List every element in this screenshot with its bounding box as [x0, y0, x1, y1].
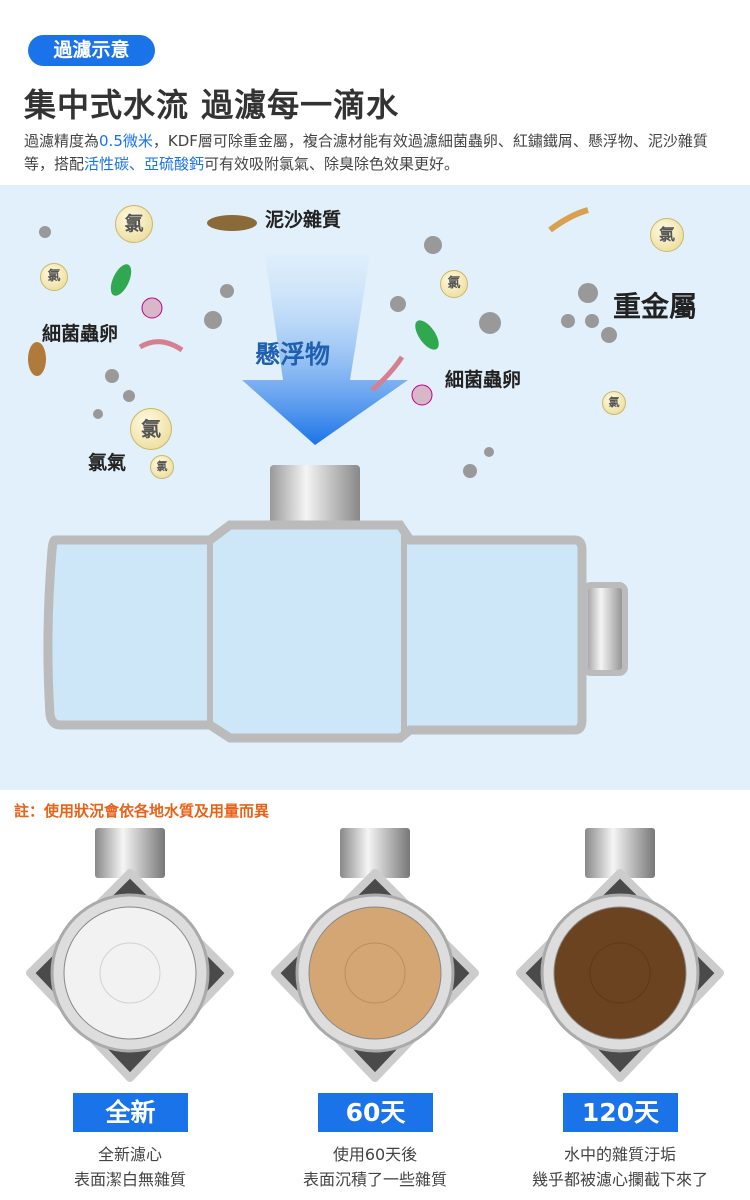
- caption-line: 幾乎都被濾心攔截下來了: [531, 1170, 708, 1189]
- stage-tag: 全新: [73, 1093, 188, 1132]
- filter-body: [43, 520, 587, 743]
- metal-particles: [39, 226, 617, 478]
- stage-caption: 水中的雜質汙垢幾乎都被濾心攔截下來了: [500, 1142, 740, 1192]
- label-chlorine: 氯氣: [88, 452, 127, 474]
- filter-cartridge-image: [505, 828, 735, 1088]
- desc-highlight: 活性碳、亞硫酸鈣: [84, 155, 205, 173]
- filter-diagram: 泥沙雜質 細菌蟲卵 懸浮物 細菌蟲卵 重金屬 氯氣 氯 氯 氯 氯 氯 氯 氯: [0, 185, 750, 790]
- filter-cartridge-image: [260, 828, 490, 1088]
- faucet-nut: [270, 465, 360, 525]
- caption-line: 表面潔白無雜質: [73, 1170, 186, 1189]
- water-arrow: [242, 255, 408, 445]
- label-suspended: 懸浮物: [255, 340, 331, 369]
- chlorine-icon: 氯: [650, 218, 684, 252]
- usage-note: 註：使用狀況會依各地水質及用量而異: [14, 802, 270, 820]
- chlorine-icon: 氯: [115, 205, 153, 243]
- stage-caption: 全新濾心表面潔白無雜質: [10, 1142, 250, 1192]
- filter-illustration: [271, 828, 479, 1082]
- bacteria-icons: [28, 207, 589, 406]
- stage-tag: 60天: [318, 1093, 433, 1132]
- caption-line: 表面沉積了一些雜質: [302, 1170, 447, 1189]
- sediment-pile: [207, 215, 257, 231]
- desc-text: ，KDF層可除重金屬，複合濾材能有效過濾細菌蟲卵、紅鏽鐵屑、懸浮物、泥沙雜質等，…: [24, 132, 708, 173]
- caption-line: 水中的雜質汙垢: [563, 1145, 676, 1164]
- filter-illustration: [26, 828, 234, 1082]
- label-bacteria-right: 細菌蟲卵: [445, 369, 522, 391]
- desc-highlight: 0.5微米: [99, 132, 153, 150]
- description: 過濾精度為0.5微米，KDF層可除重金屬，複合濾材能有效過濾細菌蟲卵、紅鏽鐵屑、…: [24, 130, 729, 176]
- label-heavy-metal: 重金屬: [613, 290, 698, 323]
- outlet-nozzle: [582, 582, 628, 676]
- section-badge: 過濾示意: [28, 35, 155, 66]
- chlorine-icon: 氯: [440, 270, 468, 298]
- chlorine-icon: 氯: [150, 455, 174, 479]
- desc-text: 可有效吸附氯氣、除臭除色效果更好。: [204, 155, 460, 173]
- chlorine-icon: 氯: [40, 263, 68, 291]
- caption-line: 全新濾心: [97, 1145, 162, 1164]
- stage-caption: 使用60天後表面沉積了一些雜質: [255, 1142, 495, 1192]
- desc-text: 過濾精度為: [24, 132, 100, 150]
- label-sediment: 泥沙雜質: [265, 209, 342, 231]
- label-bacteria-left: 細菌蟲卵: [42, 323, 119, 345]
- chlorine-icon: 氯: [602, 391, 626, 415]
- page-title: 集中式水流 過濾每一滴水: [24, 86, 400, 124]
- filter-cartridge-image: [15, 828, 245, 1088]
- chlorine-icon: 氯: [130, 408, 172, 450]
- diagram-illustration: [28, 207, 628, 743]
- caption-line: 使用60天後: [332, 1145, 418, 1164]
- stage-tag: 120天: [563, 1093, 678, 1132]
- filter-illustration: [516, 828, 724, 1082]
